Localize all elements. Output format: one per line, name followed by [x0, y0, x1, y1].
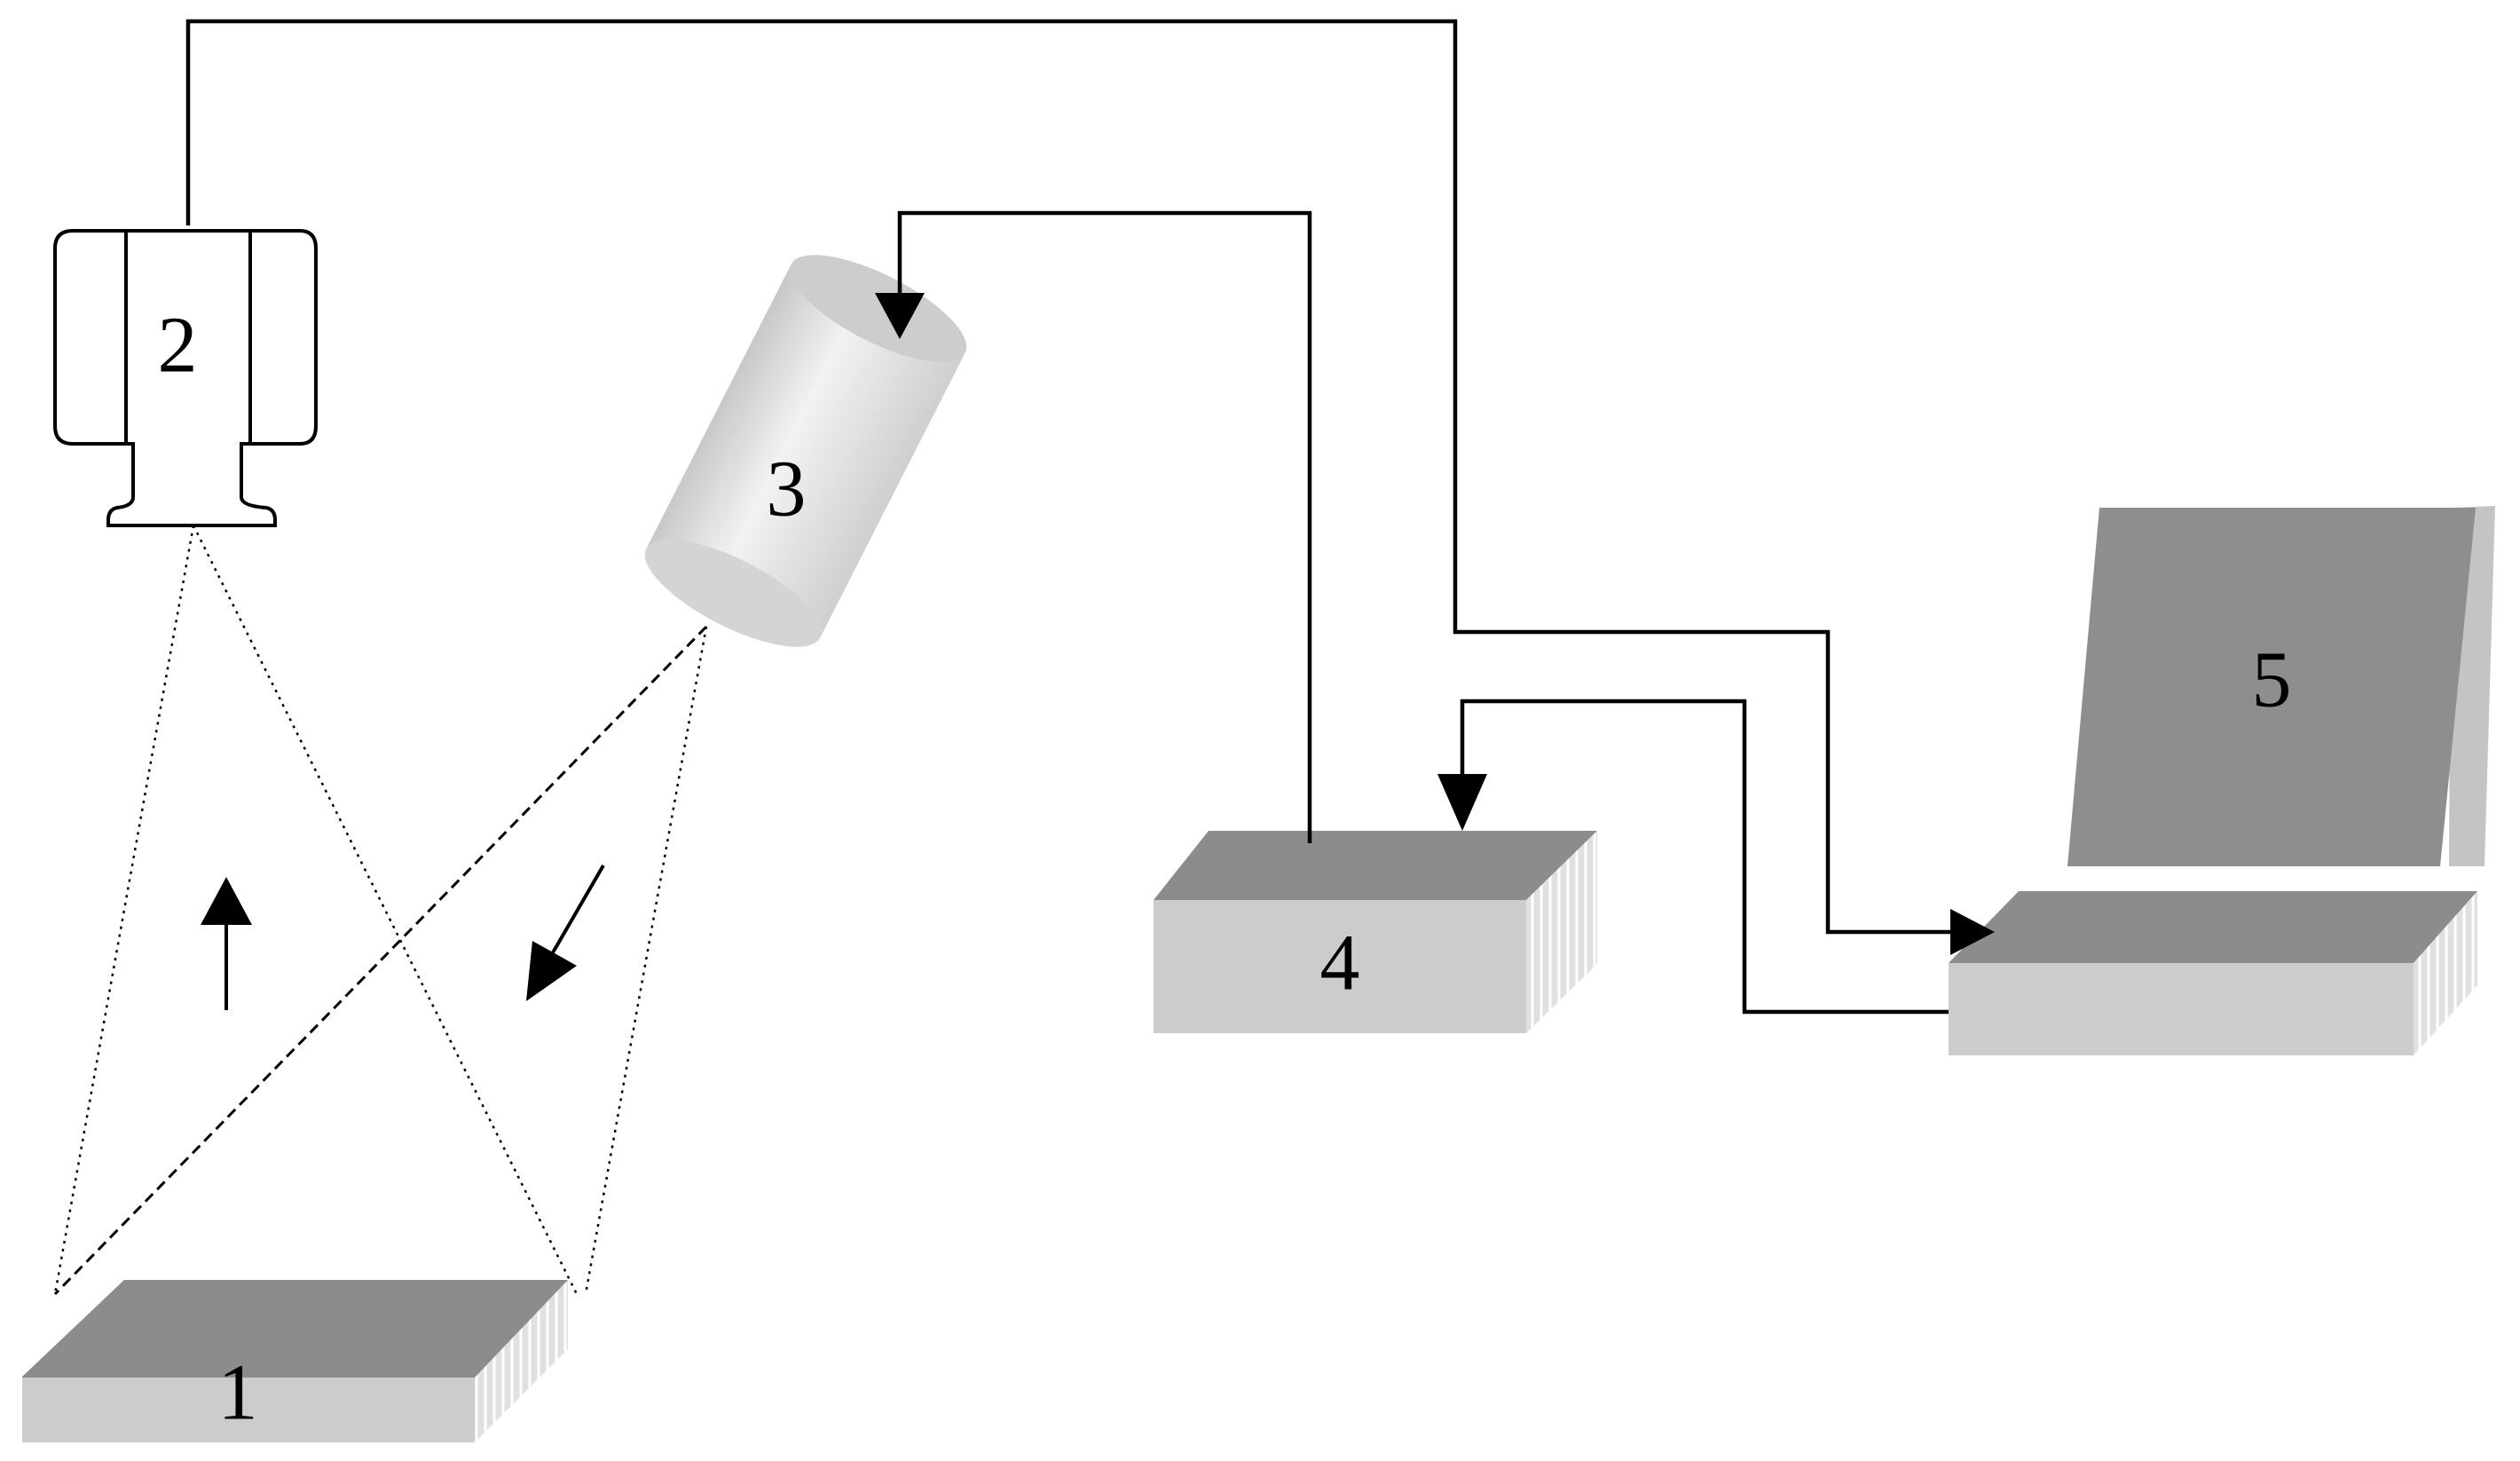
- camera: 2: [53, 229, 318, 527]
- computer-to-controller-wire: [1437, 699, 1949, 1015]
- camera-label: 2: [158, 302, 198, 390]
- light-source: 3: [644, 255, 967, 647]
- computer-label: 5: [2252, 636, 2292, 724]
- sample-label: 1: [218, 1349, 258, 1437]
- down-left-arrow-icon: [526, 864, 605, 1001]
- up-arrow-icon: [201, 877, 252, 1010]
- controller-box: 4: [1154, 831, 1597, 1033]
- camera-to-computer-wire: [185, 19, 1995, 955]
- light-source-label: 3: [767, 446, 807, 533]
- controller-label: 4: [1320, 920, 1360, 1007]
- camera-field-of-view: [53, 525, 579, 1295]
- laptop-computer: 5: [1949, 506, 2495, 1055]
- light-beam: [53, 625, 708, 1296]
- sample-block: 1: [22, 1280, 568, 1442]
- controller-to-light-wire: [875, 210, 1312, 843]
